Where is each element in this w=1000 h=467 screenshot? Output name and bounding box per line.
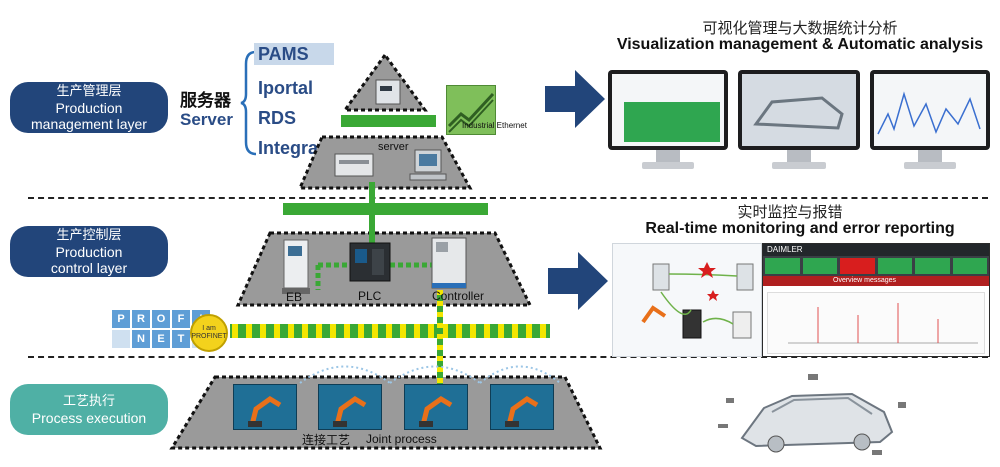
profinet-letter: R bbox=[132, 310, 150, 328]
ethernet-bar-top bbox=[341, 115, 436, 127]
server-rack-icon bbox=[375, 79, 401, 105]
industrial-ethernet-label: Industrial Ethernet bbox=[462, 121, 527, 130]
server-en: Server bbox=[180, 110, 233, 129]
layer-label-process-execution: 工艺执行 Process execution bbox=[10, 384, 168, 435]
monitoring-schematic-icon bbox=[641, 262, 754, 339]
plc-device-icon bbox=[349, 242, 391, 282]
profinet-letter: O bbox=[152, 310, 170, 328]
profinet-letter: T bbox=[172, 330, 190, 348]
plc-label: PLC bbox=[358, 289, 382, 303]
robot-arm-icon bbox=[505, 396, 539, 427]
server-cn: 服务器 bbox=[180, 91, 231, 111]
profinet-letter: P bbox=[112, 310, 130, 328]
arrow-right-icon bbox=[545, 70, 605, 128]
layer-label-en: Production management layer bbox=[31, 99, 147, 132]
car-body-icon bbox=[718, 374, 906, 455]
server-item-rds: RDS bbox=[258, 108, 297, 128]
analytics-chart-icon bbox=[877, 91, 981, 135]
ethernet-vertical bbox=[369, 182, 375, 262]
overview-messages-screen: DAIMLER Overview messages bbox=[762, 243, 990, 357]
screen-title: Overview messages bbox=[763, 276, 989, 286]
layer-label-en: Process execution bbox=[31, 409, 147, 426]
server-item-iportal: Iportal bbox=[258, 78, 314, 98]
layer-label-cn: 生产管理层 bbox=[56, 83, 122, 99]
server-brace bbox=[240, 50, 257, 156]
monitor-dashboard-image bbox=[608, 70, 728, 172]
process-en-label: Joint process bbox=[366, 432, 437, 446]
profinet-letter: F bbox=[172, 310, 190, 328]
monitoring-schematic-image bbox=[612, 243, 762, 357]
car-body-icon bbox=[753, 96, 844, 130]
robot-arm-icon bbox=[419, 396, 453, 427]
robot-cell-image bbox=[490, 384, 554, 430]
server-node-label: server bbox=[378, 141, 409, 153]
controller-label: Controller bbox=[432, 289, 485, 303]
layer-label-production-control: 生产控制层 Production control layer bbox=[10, 226, 168, 277]
server-item-integra: Integra bbox=[258, 138, 319, 158]
ethernet-wave-icon bbox=[447, 92, 495, 133]
server-unit-icon bbox=[334, 153, 374, 177]
pams-highlight bbox=[254, 43, 334, 65]
profinet-letter: E bbox=[152, 330, 170, 348]
monitoring-heading-cn: 实时监控与报错 bbox=[737, 203, 843, 221]
layer-label-en: Production control layer bbox=[50, 243, 128, 276]
layer-label-cn: 工艺执行 bbox=[62, 393, 115, 409]
eb-device-icon bbox=[282, 239, 310, 294]
monitor-car-model-image bbox=[738, 70, 860, 172]
overview-chart-icon bbox=[788, 303, 978, 344]
screen-brand: DAIMLER bbox=[763, 244, 989, 256]
monitoring-heading-en: Real-time monitoring and error reporting bbox=[645, 220, 955, 237]
robot-cell-image bbox=[404, 384, 468, 430]
layer-label-cn: 生产控制层 bbox=[56, 227, 122, 243]
profinet-letter: N bbox=[132, 330, 150, 348]
controller-cabinet-icon bbox=[431, 237, 467, 289]
eb-label: EB bbox=[286, 290, 303, 304]
robot-arm-icon bbox=[248, 396, 282, 427]
visualization-heading-en: Visualization management & Automatic ana… bbox=[616, 36, 984, 53]
robot-cell-image bbox=[233, 384, 297, 430]
visualization-heading-cn: 可视化管理与大数据统计分析 bbox=[702, 19, 898, 37]
layer-label-production-management: 生产管理层 Production management layer bbox=[10, 82, 168, 133]
workstation-icon bbox=[409, 149, 447, 181]
layer-divider bbox=[28, 197, 988, 199]
arrow-right-icon bbox=[548, 252, 608, 310]
car-body-exploded-image bbox=[712, 368, 912, 460]
process-cn-label: 连接工艺 bbox=[302, 433, 351, 447]
robot-arm-icon bbox=[333, 396, 367, 427]
monitor-analytics-image bbox=[870, 70, 990, 172]
ethernet-bar-mid bbox=[283, 203, 488, 215]
profinet-badge: I am PROFINET bbox=[190, 314, 228, 352]
industrial-ethernet-badge bbox=[446, 85, 496, 135]
server-item-pams: PAMS bbox=[258, 44, 309, 64]
layer-divider bbox=[28, 356, 988, 358]
robot-cell-image bbox=[318, 384, 382, 430]
